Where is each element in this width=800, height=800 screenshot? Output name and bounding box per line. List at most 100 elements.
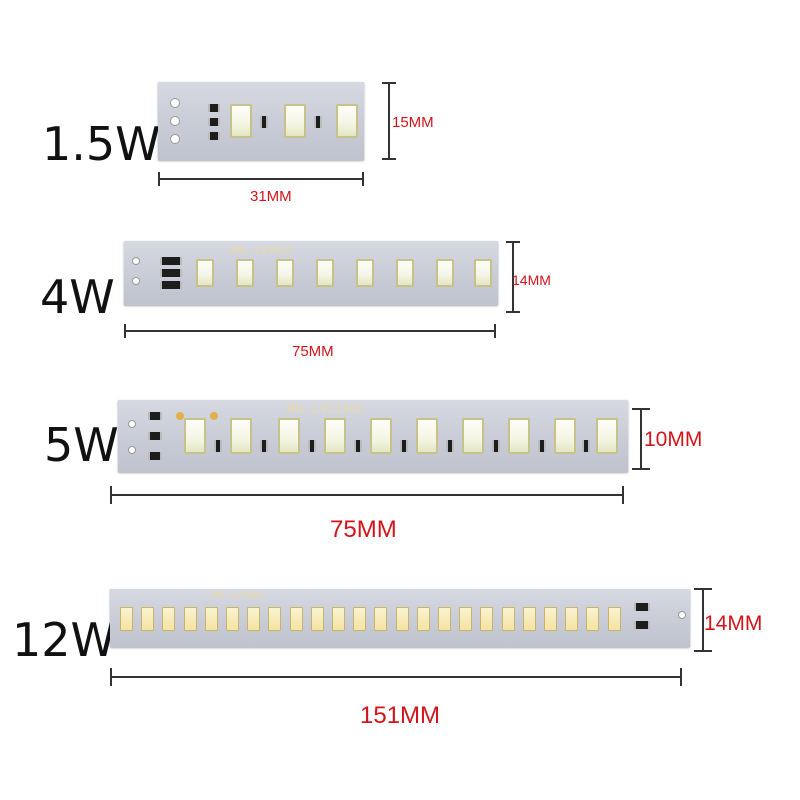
resistor [148, 432, 162, 440]
led-chip [332, 607, 345, 631]
mounting-hole [132, 257, 140, 265]
led-chip [230, 104, 252, 138]
length-label-12w: 151MM [360, 702, 441, 729]
mounting-hole [170, 116, 180, 126]
dimension-tick [632, 468, 650, 470]
led-chip [268, 607, 282, 631]
led-chip [336, 104, 358, 138]
resistor [148, 452, 162, 460]
led-chip [353, 607, 367, 631]
height-dimension-5w [640, 408, 642, 470]
led-chip [565, 607, 579, 631]
dimension-tick [110, 486, 112, 504]
resistor [208, 118, 220, 126]
resistor [260, 116, 268, 128]
led-board-4w: JML-LV9837 [124, 241, 498, 305]
mounting-hole [128, 446, 136, 454]
resistor [160, 257, 182, 265]
led-chip [596, 418, 618, 454]
led-board-1-5w [158, 82, 364, 160]
led-chip [586, 607, 600, 631]
height-dimension-1-5w [388, 82, 390, 160]
led-chip [522, 607, 536, 631]
led-chip [554, 418, 576, 454]
led-chip [396, 259, 414, 287]
led-chip [370, 418, 392, 454]
height-label-12w: 14MM [704, 612, 763, 635]
power-label-5w: 5W [44, 418, 119, 472]
resistor [148, 412, 162, 420]
resistor [208, 104, 220, 112]
led-chip [120, 607, 133, 631]
led-chip [395, 607, 409, 631]
led-chip [278, 418, 300, 454]
dimension-tick [506, 311, 520, 313]
led-chip [324, 418, 346, 454]
led-chip [289, 607, 303, 631]
silkscreen-text-4w: JML-LV9837 [228, 244, 295, 257]
led-chip [459, 607, 473, 631]
mounting-hole [678, 611, 686, 619]
led-chip [544, 607, 557, 631]
silkscreen-text-5w: JML-LV21392 [284, 402, 364, 416]
length-dimension-1-5w [158, 178, 364, 180]
power-label-1-5w: 1.5W [42, 117, 161, 171]
led-chip [356, 259, 374, 287]
resistor [260, 440, 268, 452]
resistor [208, 132, 220, 140]
led-chip [436, 259, 454, 287]
length-dimension-4w [124, 330, 496, 332]
resistor [634, 603, 650, 611]
dimension-tick [506, 241, 520, 243]
led-chip [162, 607, 176, 631]
silkscreen-text-12w: JML-LV9802 [210, 591, 265, 601]
dimension-tick [362, 172, 364, 186]
led-chip [310, 607, 324, 631]
height-dimension-12w [702, 588, 704, 652]
resistor [354, 440, 362, 452]
led-chip [284, 104, 306, 138]
led-chip [316, 259, 334, 287]
height-dimension-4w [512, 241, 514, 313]
height-label-5w: 10MM [644, 428, 703, 451]
led-chip [183, 607, 197, 631]
resistor [538, 440, 546, 452]
resistor [492, 440, 500, 452]
dimension-tick [494, 324, 496, 338]
dimension-tick [382, 82, 396, 84]
dimension-tick [124, 324, 126, 338]
height-label-1-5w: 15MM [392, 114, 434, 131]
mounting-hole [132, 277, 140, 285]
height-label-4w: 14MM [512, 272, 551, 288]
mounting-hole [170, 98, 180, 108]
dimension-tick [632, 408, 650, 410]
led-chip [438, 607, 451, 631]
length-dimension-12w [110, 676, 682, 678]
led-board-5w: JML-LV21392 [118, 400, 628, 472]
led-chip [247, 607, 261, 631]
led-chip [141, 607, 155, 631]
led-chip [416, 418, 438, 454]
led-chip [204, 607, 218, 631]
resistor [582, 440, 590, 452]
length-label-1-5w: 31MM [250, 188, 292, 205]
power-label-4w: 4W [40, 270, 115, 324]
dimension-tick [680, 668, 682, 686]
dimension-tick [382, 158, 396, 160]
power-label-12w: 12W [12, 613, 117, 667]
led-chip [474, 259, 492, 287]
led-board-12w: JML-LV9802 [110, 589, 690, 647]
dimension-tick [622, 486, 624, 504]
dimension-tick [110, 668, 112, 686]
dimension-tick [158, 172, 160, 186]
resistor [160, 269, 182, 277]
led-chip [184, 418, 206, 454]
led-chip [607, 607, 621, 631]
solder-pad [176, 412, 184, 420]
dimension-tick [694, 588, 712, 590]
led-chip [196, 259, 214, 287]
led-chip [462, 418, 484, 454]
led-chip [501, 607, 515, 631]
led-chip [508, 418, 530, 454]
resistor [400, 440, 408, 452]
